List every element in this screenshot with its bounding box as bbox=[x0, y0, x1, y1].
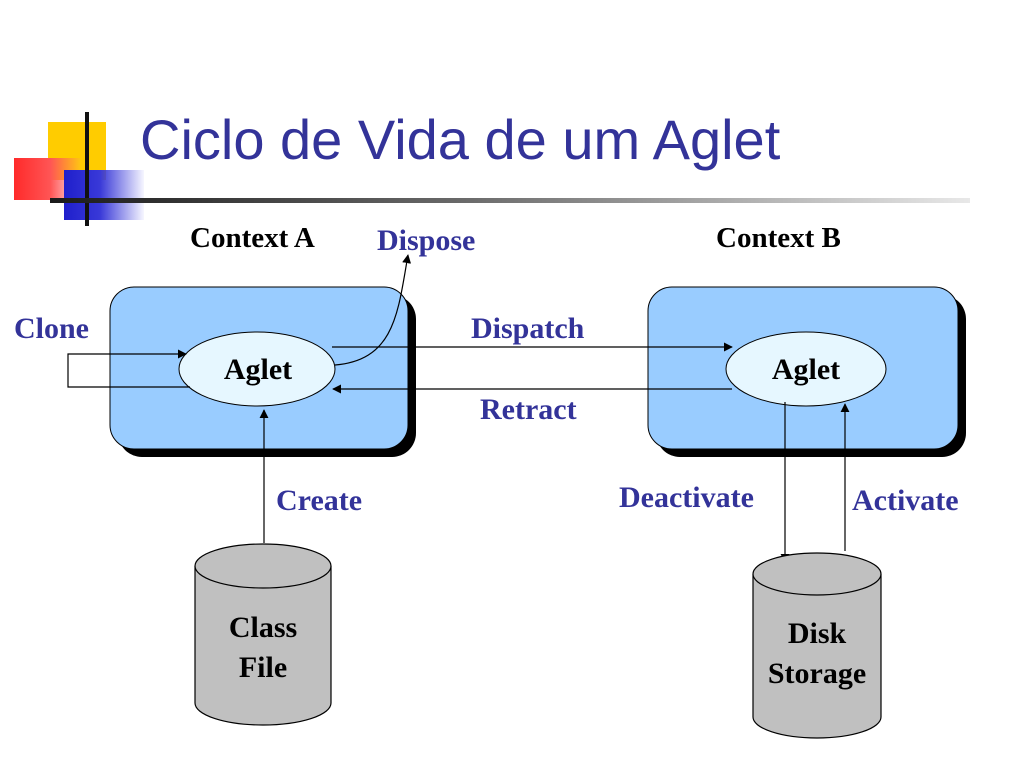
aglet-b-label: Aglet bbox=[771, 353, 841, 386]
class-file-label: Class File bbox=[195, 608, 331, 688]
deactivate-label: Deactivate bbox=[619, 481, 754, 514]
clone-arrow bbox=[67, 349, 190, 388]
aglet-a-label: Aglet bbox=[223, 353, 293, 386]
activate-label: Activate bbox=[852, 484, 959, 517]
disk-storage-label: Disk Storage bbox=[753, 614, 881, 694]
dispose-arrow bbox=[334, 254, 412, 366]
dispose-label: Dispose bbox=[377, 224, 476, 257]
context-a-label: Context A bbox=[190, 222, 315, 254]
decor-vertical-line bbox=[85, 112, 89, 226]
class-file-cylinder bbox=[194, 543, 332, 726]
dispatch-label: Dispatch bbox=[471, 312, 585, 345]
disk-storage-line1: Disk bbox=[787, 617, 847, 650]
slide-title: Ciclo de Vida de um Aglet bbox=[140, 108, 781, 171]
disk-storage-line2: Storage bbox=[767, 657, 867, 690]
disk-storage-cylinder bbox=[752, 552, 882, 739]
aglet-a-ellipse bbox=[178, 331, 336, 407]
clone-label: Clone bbox=[14, 312, 89, 345]
class-file-line1: Class bbox=[228, 611, 298, 644]
context-b-label: Context B bbox=[716, 222, 841, 254]
aglet-b-ellipse bbox=[725, 331, 887, 407]
class-file-line2: File bbox=[238, 651, 288, 684]
title-divider bbox=[50, 198, 970, 203]
create-label: Create bbox=[276, 484, 363, 517]
decor-blue-bar bbox=[64, 170, 144, 220]
retract-label: Retract bbox=[480, 393, 577, 426]
